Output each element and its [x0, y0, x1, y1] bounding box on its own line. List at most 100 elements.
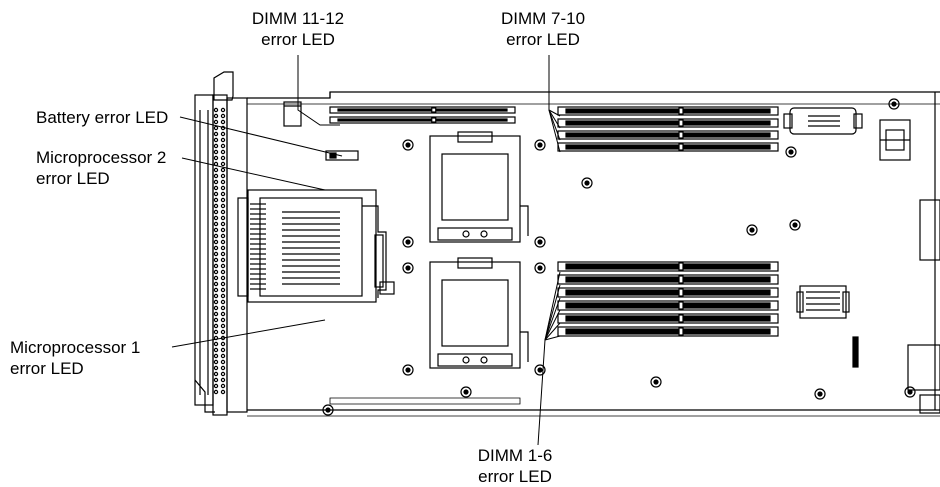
- vent-dot: [213, 269, 219, 275]
- vent-dot: [213, 107, 219, 113]
- mounting-hole-center: [405, 239, 411, 245]
- dimm-slot-body: [565, 315, 771, 322]
- dimm-slot-body: [337, 108, 508, 112]
- mounting-hole: [534, 139, 546, 151]
- vent-dot: [213, 311, 219, 317]
- vent-dot: [220, 149, 226, 155]
- mounting-hole: [402, 236, 414, 248]
- vent-dot: [213, 323, 219, 329]
- vent-dot: [220, 341, 226, 347]
- vent-dot: [220, 287, 226, 293]
- mounting-hole: [650, 376, 662, 388]
- dimm-key: [678, 314, 684, 323]
- mounting-hole: [460, 386, 472, 398]
- vent-dot: [220, 137, 226, 143]
- vent-dot: [220, 383, 226, 389]
- vent-dot: [220, 143, 226, 149]
- cpu-latch: [457, 257, 493, 269]
- top-connector: [783, 107, 863, 135]
- vent-dot: [220, 191, 226, 197]
- battery-holder: [325, 150, 359, 161]
- mounting-hole: [888, 98, 900, 110]
- vent-dot: [213, 287, 219, 293]
- cpu-screw: [462, 356, 470, 364]
- vent-dot: [213, 329, 219, 335]
- mounting-hole: [402, 364, 414, 376]
- vent-dot: [220, 293, 226, 299]
- bracket: [283, 101, 302, 127]
- dimm-key: [678, 275, 684, 284]
- vent-dot: [220, 323, 226, 329]
- mounting-hole-center: [537, 265, 543, 271]
- cpu-screw: [480, 356, 488, 364]
- mounting-hole-center: [907, 389, 913, 395]
- vent-dot: [213, 155, 219, 161]
- dimm-slots-7-10: [557, 106, 779, 152]
- mounting-hole: [534, 262, 546, 274]
- dimm-slot: [557, 106, 779, 116]
- cpu-die: [441, 153, 509, 221]
- dimm-slot: [557, 118, 779, 128]
- callout-dimm-7-10: DIMM 7-10 error LED: [478, 8, 608, 50]
- dimm-slot: [329, 116, 516, 124]
- vent-dot: [220, 353, 226, 359]
- vent-dot: [220, 185, 226, 191]
- vent-dot: [220, 371, 226, 377]
- vent-dot: [220, 179, 226, 185]
- vent-dot: [220, 251, 226, 257]
- vent-dot: [213, 173, 219, 179]
- dimm-slot-body: [565, 120, 771, 126]
- vent-dot: [220, 275, 226, 281]
- dimm-key: [678, 119, 684, 127]
- vent-dot: [220, 377, 226, 383]
- dimm-slot: [557, 142, 779, 152]
- vent-dot: [213, 263, 219, 269]
- vent-dot: [220, 299, 226, 305]
- cpu-lever-arm: [520, 331, 529, 362]
- vent-dot: [220, 113, 226, 119]
- mounting-hole-center: [537, 142, 543, 148]
- heat-sink: [237, 189, 395, 303]
- vent-dot: [220, 239, 226, 245]
- mounting-hole-center: [463, 389, 469, 395]
- vent-dot: [213, 251, 219, 257]
- dimm-slot: [557, 313, 779, 324]
- vent-dot: [213, 239, 219, 245]
- callout-dimm-11-12-line1: DIMM 11-12: [251, 9, 345, 28]
- dimm-key: [431, 117, 437, 123]
- dimm-slot: [557, 326, 779, 337]
- vent-dot: [220, 227, 226, 233]
- mounting-hole: [402, 139, 414, 151]
- dimm-key: [678, 131, 684, 139]
- mounting-hole-center: [792, 222, 798, 228]
- dimm-slot-body: [565, 328, 771, 335]
- vent-dot: [213, 215, 219, 221]
- mounting-hole-center: [788, 149, 794, 155]
- mounting-holes: [322, 98, 916, 416]
- vent-dot: [213, 227, 219, 233]
- front-bezel: [194, 71, 248, 416]
- callout-dimm-1-6-line2: error LED: [478, 467, 552, 486]
- dimm-slot-body: [565, 302, 771, 309]
- leader-lines: [171, 55, 561, 446]
- dimm-slot: [557, 300, 779, 311]
- vent-dot: [213, 125, 219, 131]
- vent-dot: [220, 305, 226, 311]
- dimm-slot-body: [565, 289, 771, 296]
- callout-cpu1-line2: error LED: [10, 359, 84, 378]
- dimm-slot-body: [565, 263, 771, 270]
- dimm-key: [678, 288, 684, 297]
- callout-cpu1-line1: Microprocessor 1: [10, 338, 141, 357]
- dimm-slot: [329, 106, 516, 114]
- heat-sink-fins: [250, 203, 340, 290]
- vent-dot: [213, 293, 219, 299]
- vent-dot: [213, 131, 219, 137]
- dimm-slots-1-6: [557, 261, 779, 337]
- vent-dot: [213, 137, 219, 143]
- mounting-hole: [534, 236, 546, 248]
- vent-dot: [213, 257, 219, 263]
- vent-dot: [213, 377, 219, 383]
- vent-dot: [213, 359, 219, 365]
- dimm-key: [678, 301, 684, 310]
